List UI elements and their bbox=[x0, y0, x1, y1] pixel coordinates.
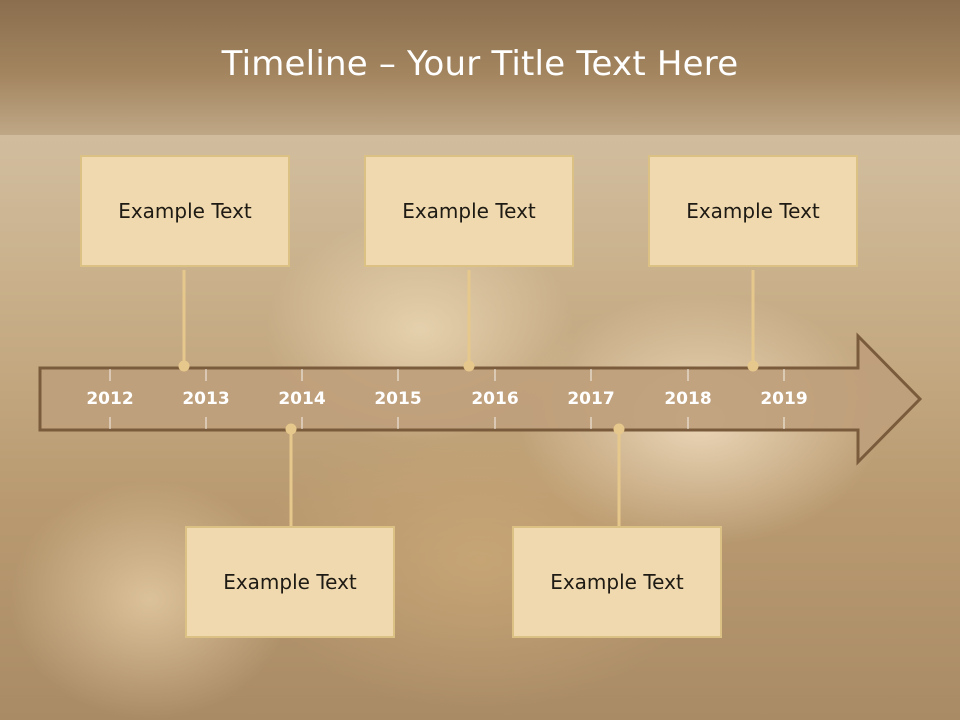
year-label: 2012 bbox=[86, 389, 133, 409]
connector-dot bbox=[178, 360, 190, 372]
timeline-arrow bbox=[38, 332, 923, 466]
event-box[interactable]: Example Text bbox=[185, 526, 395, 638]
slide-title: Timeline – Your Title Text Here bbox=[221, 44, 739, 84]
year-label: 2015 bbox=[374, 389, 421, 409]
year-label: 2018 bbox=[664, 389, 711, 409]
connector-dot bbox=[613, 423, 625, 435]
event-box[interactable]: Example Text bbox=[364, 155, 574, 267]
year-label: 2013 bbox=[182, 389, 229, 409]
year-label: 2019 bbox=[760, 389, 807, 409]
title-banner bbox=[0, 0, 960, 135]
event-box[interactable]: Example Text bbox=[648, 155, 858, 267]
year-label: 2016 bbox=[471, 389, 518, 409]
connector-dot bbox=[463, 360, 475, 372]
year-label: 2017 bbox=[567, 389, 614, 409]
event-box[interactable]: Example Text bbox=[80, 155, 290, 267]
connector-dot bbox=[747, 360, 759, 372]
event-box[interactable]: Example Text bbox=[512, 526, 722, 638]
connector-dot bbox=[285, 423, 297, 435]
year-label: 2014 bbox=[278, 389, 325, 409]
